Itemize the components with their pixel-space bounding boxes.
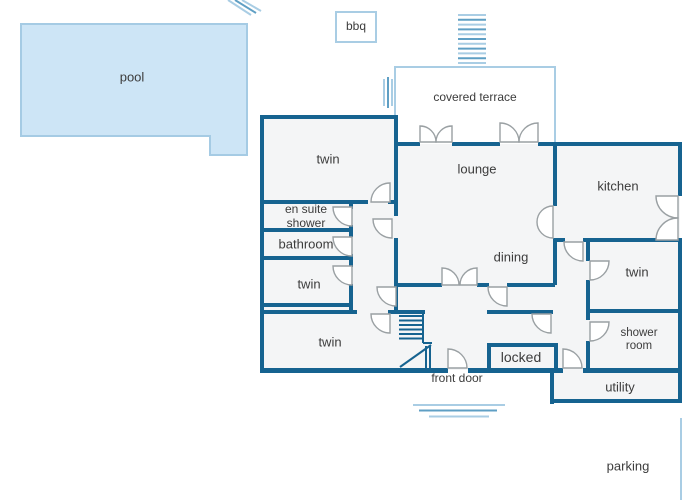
- twin-right-door-arc: [589, 260, 610, 281]
- hall-corridor-door-arc: [376, 286, 397, 307]
- hall-right-door-arc: [531, 313, 552, 334]
- utility-label: utility: [605, 379, 635, 395]
- pool-label: pool: [119, 69, 145, 85]
- front-path-lines: [413, 404, 505, 418]
- ensuite-door-arc: [332, 206, 353, 227]
- kitchen-label: kitchen: [597, 178, 639, 194]
- pool-shape: [20, 23, 248, 156]
- en-suite-shower-label: en suite shower: [284, 202, 328, 230]
- lounge-label: lounge: [457, 161, 497, 177]
- kitchen-lounge-door-arc: [536, 205, 554, 239]
- walls: [260, 115, 682, 404]
- bathroom-label: bathroom: [278, 236, 334, 252]
- bbq-outline: [335, 11, 377, 43]
- door-arcs: [332, 122, 679, 369]
- shower-room-door-arc: [589, 321, 610, 342]
- covered-terrace-label: covered terrace: [433, 90, 517, 105]
- twin-mid-door-arc: [332, 265, 353, 286]
- twin-bottom-label: twin: [318, 334, 342, 350]
- twin-right-label: twin: [625, 264, 649, 280]
- bbq-label: bbq: [345, 19, 367, 34]
- parking-label: parking: [606, 458, 650, 474]
- kitchen-garden-door-arc: [655, 217, 679, 241]
- dining-hall-door-arc: [487, 286, 508, 307]
- twin-top-door-arc: [370, 182, 391, 203]
- bathroom-door-arc: [332, 236, 353, 257]
- kitchen-hall-door-arc: [563, 241, 584, 262]
- twin-top-label: twin: [316, 151, 340, 167]
- terrace-side-lines: [383, 77, 393, 108]
- terrace-door-right-arc: [518, 122, 539, 143]
- dining-label: dining: [493, 249, 529, 265]
- steps-icon: [458, 14, 486, 64]
- hedge-diagonal-lines: [227, 0, 262, 16]
- utility-door-arc: [562, 348, 583, 369]
- twin-mid-label: twin: [297, 276, 321, 292]
- shower-room-label: shower room: [620, 326, 658, 352]
- twin-bottom-door-arc: [370, 313, 391, 334]
- terrace-door-left-arc: [435, 125, 453, 143]
- dining-double-door-arc: [459, 267, 478, 286]
- front-door-arc: [447, 348, 468, 369]
- stairs-icon: [399, 312, 432, 369]
- lounge-corridor-door-arc: [372, 218, 393, 239]
- dining-double-door-arc: [441, 267, 460, 286]
- front-door-label: front door: [431, 371, 483, 386]
- locked-label: locked: [500, 348, 542, 365]
